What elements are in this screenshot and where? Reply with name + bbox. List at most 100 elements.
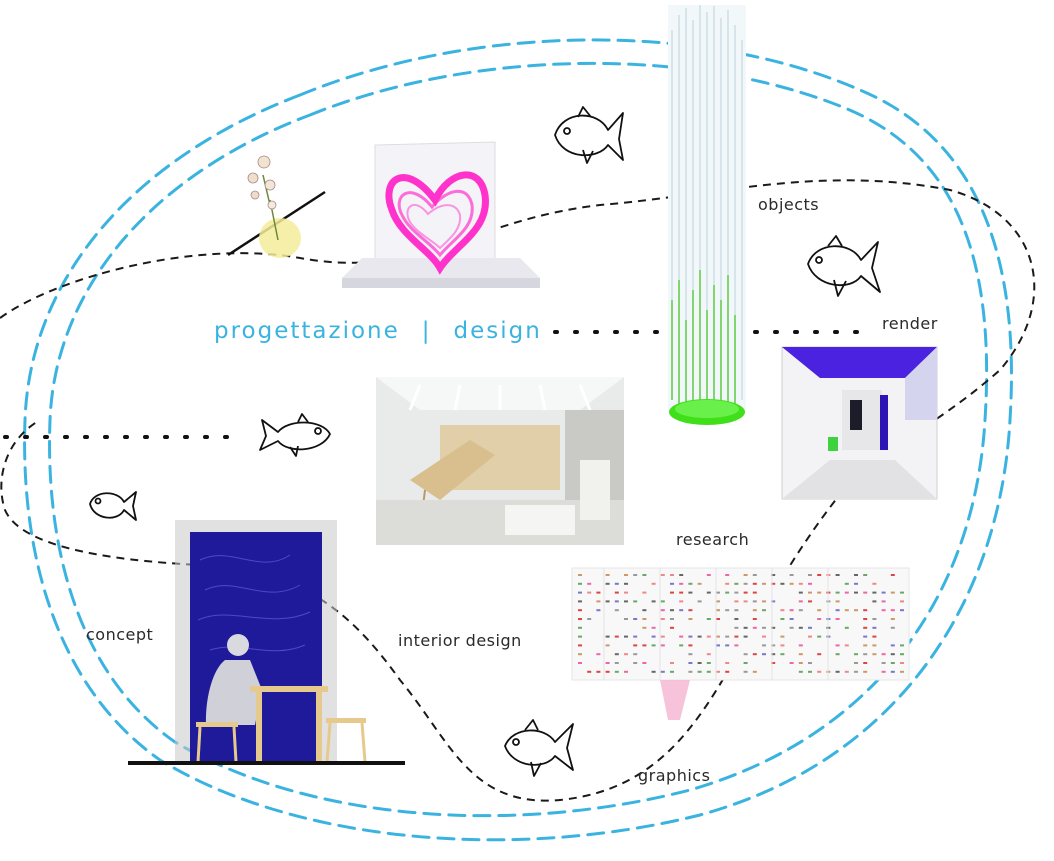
research-grid-mark <box>863 662 868 664</box>
research-grid-mark <box>725 591 730 594</box>
research-grid-mark <box>854 662 858 664</box>
research-grid-mark <box>762 600 766 603</box>
research-grid-mark <box>872 582 877 585</box>
research-grid-mark <box>890 644 895 647</box>
research-grid-mark <box>780 635 785 638</box>
research-grid-mark <box>863 618 868 620</box>
research-grid-mark <box>771 574 776 576</box>
research-grid-mark <box>706 591 711 594</box>
research-grid-mark <box>605 635 610 638</box>
concept-booth-illustration <box>128 520 405 765</box>
research-grid-mark <box>762 635 766 638</box>
research-grid-mark <box>578 626 582 629</box>
research-grid-mark <box>900 670 904 673</box>
research-grid-mark <box>697 662 702 664</box>
research-grid-mark <box>789 574 794 576</box>
research-grid-mark <box>752 626 757 629</box>
research-grid-mark <box>716 644 720 647</box>
research-grid-mark <box>872 618 877 620</box>
research-grid-mark <box>651 635 656 638</box>
research-grid-mark <box>890 626 895 629</box>
research-grid-mark <box>835 591 840 594</box>
research-grid-mark <box>596 609 601 612</box>
research-grid-mark <box>863 626 868 629</box>
research-grid-mark <box>633 574 638 576</box>
label-concept: concept <box>86 625 154 644</box>
blue-dashed-loops <box>23 38 1013 842</box>
research-grid-mark <box>651 582 656 585</box>
research-grid-mark <box>734 591 739 594</box>
research-grid-mark <box>808 582 812 585</box>
research-grid-mark <box>734 600 739 603</box>
research-grid-mark <box>624 574 628 576</box>
research-grid-mark <box>798 653 803 656</box>
research-grid-mark <box>725 644 730 647</box>
research-grid-mark <box>789 626 794 629</box>
research-grid-mark <box>881 609 886 612</box>
blue-loop-outer <box>23 38 1013 842</box>
research-grid-mark <box>872 653 877 656</box>
research-grid-mark <box>578 609 582 612</box>
research-grid-mark <box>660 574 665 576</box>
research-grid-mark <box>808 662 812 664</box>
research-grid-mark <box>596 653 601 656</box>
research-grid-mark <box>798 591 803 594</box>
research-grid-mark <box>743 591 748 594</box>
research-grid-mark <box>660 600 665 603</box>
research-grid-mark <box>854 653 858 656</box>
research-grid-mark <box>670 670 674 673</box>
research-grid-mark <box>854 670 858 673</box>
research-grid-mark <box>624 670 628 673</box>
research-grid-mark <box>872 600 877 603</box>
title-separator: | <box>421 318 432 344</box>
research-grid-mark <box>624 582 628 585</box>
research-grid-mark <box>679 635 684 638</box>
research-grid-mark <box>808 635 812 638</box>
research-grid-mark <box>900 591 904 594</box>
research-grid-mark <box>688 618 693 620</box>
research-grid-mark <box>642 626 647 629</box>
research-grid-mark <box>835 574 840 576</box>
research-grid-mark <box>854 574 858 576</box>
research-grid-mark <box>660 618 665 620</box>
research-grid-mark <box>679 600 684 603</box>
research-grid-mark <box>688 609 693 612</box>
research-grid-mark <box>578 591 582 594</box>
research-grid-mark <box>771 582 776 585</box>
research-grid-mark <box>798 662 803 664</box>
research-grid-mark <box>624 653 628 656</box>
research-grid-mark <box>789 662 794 664</box>
research-grid-mark <box>697 670 702 673</box>
research-grid-mark <box>614 635 619 638</box>
research-grid-mark <box>633 600 638 603</box>
research-grid-mark <box>835 600 840 603</box>
research-grid-mark <box>789 582 794 585</box>
research-grid-mark <box>743 635 748 638</box>
research-grid-mark <box>679 574 684 576</box>
research-grid-mark <box>752 574 757 576</box>
research-grid-mark <box>614 662 619 664</box>
research-grid-mark <box>780 609 785 612</box>
research-grid-mark <box>706 662 711 664</box>
research-grid-mark <box>605 582 610 585</box>
research-grid-mark <box>900 662 904 664</box>
research-grid-mark <box>808 626 812 629</box>
research-grid-mark <box>771 600 776 603</box>
research-grid-mark <box>752 653 757 656</box>
research-grid-mark <box>642 609 647 612</box>
research-grid-mark <box>743 600 748 603</box>
research-grid-mark <box>633 618 638 620</box>
dotted-lines <box>3 330 862 439</box>
research-grid-mark <box>780 653 785 656</box>
research-grid-mark <box>642 662 647 664</box>
research-grid-mark <box>817 574 822 576</box>
research-grid-mark <box>743 626 748 629</box>
research-grid-mark <box>881 653 886 656</box>
research-grid-mark <box>808 670 812 673</box>
research-grid-mark <box>863 574 868 576</box>
research-grid-mark <box>642 574 647 576</box>
label-objects: objects <box>758 195 820 214</box>
research-grid-mark <box>734 582 739 585</box>
research-grid-mark <box>890 662 895 664</box>
